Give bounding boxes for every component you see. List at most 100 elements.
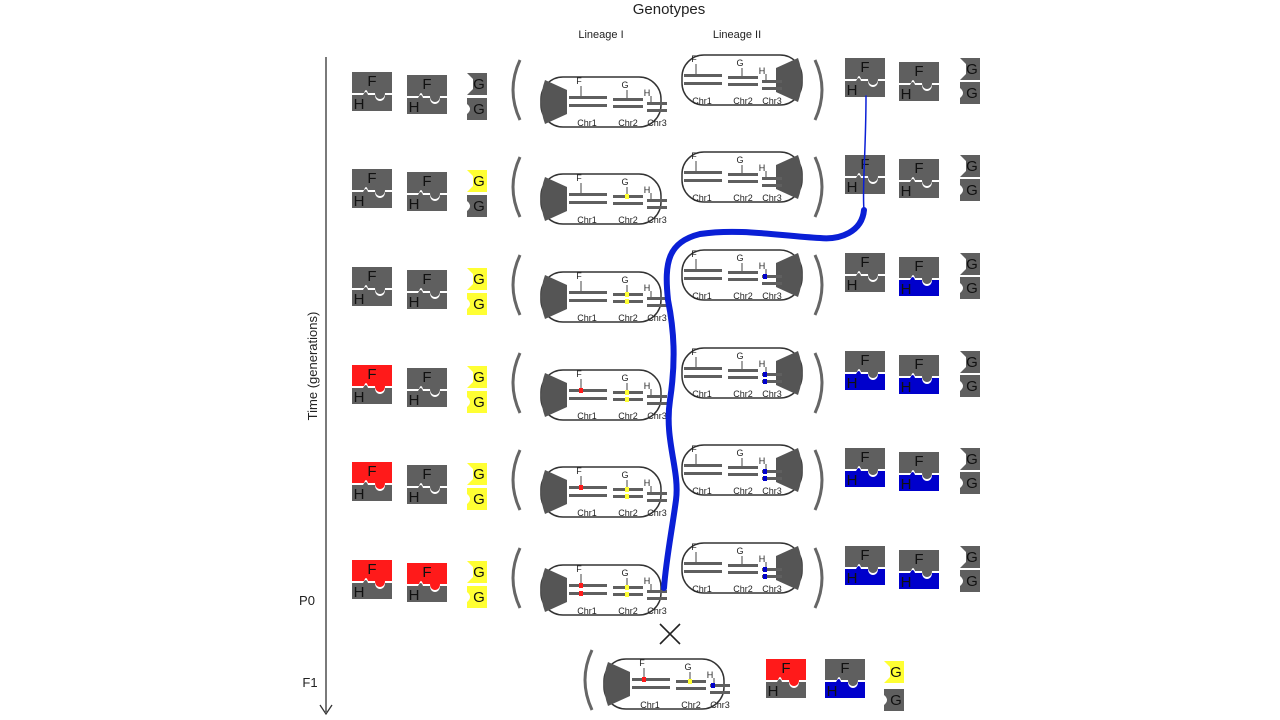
g-allele-mark xyxy=(625,487,629,492)
chr2-lower xyxy=(613,105,643,108)
lineage-i-g-piece-1: G xyxy=(467,561,487,583)
chr1-lower xyxy=(569,104,607,107)
f-locus-label: F xyxy=(576,564,582,574)
chr3-label: Chr3 xyxy=(647,215,667,225)
chr2-label: Chr2 xyxy=(733,584,753,594)
lineage-i-g-piece-2: G xyxy=(467,391,487,413)
generation-rows: FHFHGGFChr1GChr2HChr3FChr1GChr2HChr3FHFH… xyxy=(352,54,980,616)
lineage-i-fh-block-1: FH xyxy=(352,169,392,210)
f-locus-letter: F xyxy=(914,356,923,373)
lineage-i-g-piece-2: G xyxy=(467,488,487,510)
chr2-lower xyxy=(728,180,758,183)
g-locus-letter: G xyxy=(966,475,978,492)
chr3-lower xyxy=(762,477,782,480)
g-locus-letter: G xyxy=(473,394,485,411)
h-locus-letter: H xyxy=(901,183,912,200)
g-locus-letter: G xyxy=(473,296,485,313)
g-allele-mark xyxy=(625,292,629,297)
h-locus-letter: H xyxy=(901,86,912,103)
g-allele-mark xyxy=(625,397,629,402)
g-locus-label: G xyxy=(736,351,743,361)
cell-pole-cap xyxy=(541,568,567,612)
h-locus-label: H xyxy=(644,185,651,195)
chr1-lower xyxy=(632,686,670,689)
g-locus-label: G xyxy=(621,470,628,480)
f-locus-letter: F xyxy=(860,449,869,466)
h-locus-letter: H xyxy=(409,196,420,213)
h-piece xyxy=(845,371,885,390)
g-piece-shape xyxy=(960,375,980,397)
cell-pole-cap xyxy=(776,58,802,102)
g-piece-shape xyxy=(960,472,980,494)
chr3-upper xyxy=(647,199,667,202)
lineage-ii-g-piece-1: G xyxy=(960,448,980,470)
f-locus-letter: F xyxy=(367,73,376,90)
f-piece xyxy=(845,58,885,85)
f-piece xyxy=(407,172,447,199)
f-locus-letter: F xyxy=(422,369,431,386)
chr2-label: Chr2 xyxy=(733,96,753,106)
h-piece xyxy=(899,179,939,198)
chr2-upper xyxy=(728,76,758,79)
f-piece xyxy=(352,72,392,99)
g-allele-mark xyxy=(625,194,629,199)
f-locus-letter: F xyxy=(422,271,431,288)
lineage-ii-g-piece-1: G xyxy=(960,155,980,177)
h-allele-mark xyxy=(711,683,715,688)
g-piece-shape xyxy=(467,195,487,217)
chr3-lower xyxy=(647,499,667,502)
chr3-label: Chr3 xyxy=(647,606,667,616)
lineage-i-g-piece-1: G xyxy=(467,268,487,290)
chr3-lower xyxy=(762,575,782,578)
chr3-upper xyxy=(762,470,782,473)
g-piece-shape xyxy=(467,293,487,315)
chr1-upper xyxy=(569,389,607,392)
f-locus-label: F xyxy=(576,271,582,281)
f-locus-letter: F xyxy=(367,268,376,285)
hybrid-g-piece-2: G xyxy=(884,689,904,711)
g-locus-letter: G xyxy=(473,76,485,93)
h-piece xyxy=(845,566,885,585)
chr3-label: Chr3 xyxy=(647,313,667,323)
h-allele-mark xyxy=(763,379,767,384)
f-locus-letter: F xyxy=(860,254,869,271)
lineage-i-fh-block-1: FH xyxy=(352,72,392,113)
h-allele-mark xyxy=(763,372,767,377)
g-locus-letter: G xyxy=(473,369,485,386)
chr2-lower xyxy=(728,278,758,281)
f-locus-label: F xyxy=(691,151,697,161)
g-locus-letter: G xyxy=(966,158,978,175)
lineage-i-fh-block-1: FH xyxy=(352,560,392,601)
f-piece xyxy=(352,560,392,587)
lineage-i-g-piece-2: G xyxy=(467,586,487,608)
g-locus-letter: G xyxy=(966,354,978,371)
chr1-label: Chr1 xyxy=(577,411,597,421)
h-locus-letter: H xyxy=(847,179,858,196)
h-locus-letter: H xyxy=(409,392,420,409)
chr3-lower xyxy=(647,206,667,209)
h-piece xyxy=(407,192,447,211)
p0-label: P0 xyxy=(299,593,315,608)
time-axis-label: Time (generations) xyxy=(305,312,320,421)
chr2-label: Chr2 xyxy=(733,193,753,203)
lineage-i-fh-block-2: FH xyxy=(407,368,447,409)
f-locus-letter: F xyxy=(860,59,869,76)
g-locus-letter: G xyxy=(473,271,485,288)
chr3-label: Chr3 xyxy=(710,700,730,710)
chr2-label: Chr2 xyxy=(618,313,638,323)
lineage-ii-bracket xyxy=(813,352,824,414)
f-locus-label: F xyxy=(691,444,697,454)
lineage-i-g-piece-2: G xyxy=(467,195,487,217)
h-locus-letter: H xyxy=(354,291,365,308)
hybrid-fh-block-1: FH xyxy=(766,659,806,700)
h-locus-letter: H xyxy=(354,389,365,406)
h-piece xyxy=(766,679,806,698)
chr3-label: Chr3 xyxy=(762,584,782,594)
g-locus-label: G xyxy=(736,448,743,458)
lineage-i-bracket xyxy=(511,156,522,218)
g-piece-shape xyxy=(960,546,980,568)
